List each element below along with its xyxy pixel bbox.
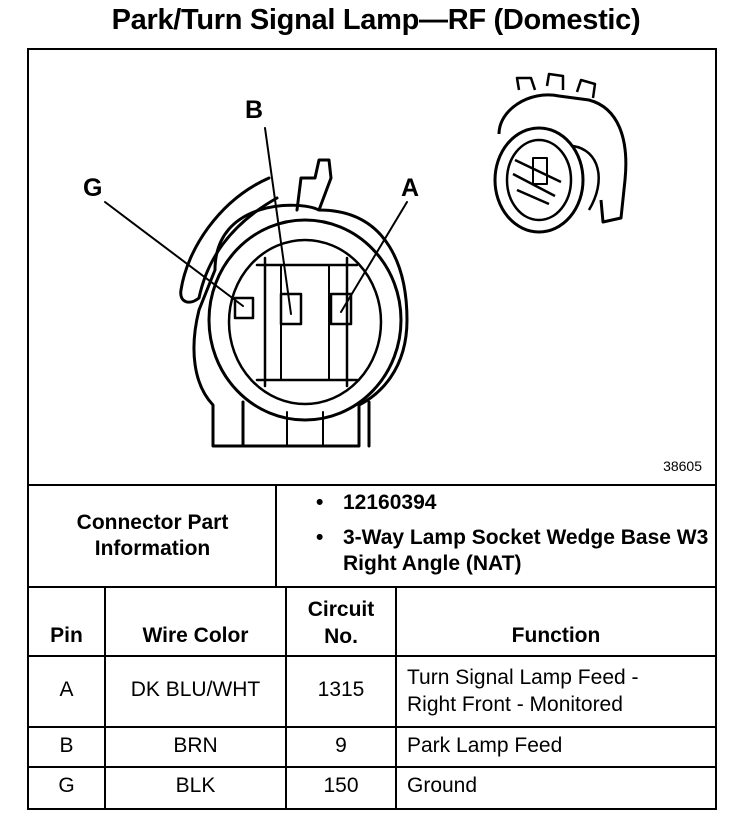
divider-info-header [27,586,717,588]
row-a-wire-color: DK BLU/WHT [130,678,261,701]
row-a-function: Turn Signal Lamp Feed - Right Front - Mo… [407,666,639,716]
socket-outer-body [192,203,409,448]
socket-wedge-rails [255,256,359,388]
divider-header-row-a [27,655,717,657]
connector-description: 3-Way Lamp Socket Wedge Base W3 Right An… [316,525,716,577]
divider-row-b-g [27,766,717,768]
divider-pin-column [104,586,106,810]
row-b-function: Park Lamp Feed [407,734,563,757]
terminal-g [233,296,255,320]
divider-circuit-column [395,586,397,810]
divider-drawing-info [27,484,717,486]
row-a-circuit-no: 1315 [317,678,365,701]
divider-info-column [275,484,277,588]
socket-bore [227,238,383,406]
leader-line-g [104,201,244,307]
connector-frame [27,48,717,810]
page-title: Park/Turn Signal Lamp—RF (Domestic) [111,4,641,36]
connector-part-number: 12160394 [316,490,716,516]
row-b-circuit-no: 9 [335,734,347,757]
connector-info-label: Connector Part Information [76,511,229,560]
socket-center-dividers [280,264,330,381]
terminal-b [279,292,303,326]
divider-row-a-b [27,726,717,728]
row-g-circuit-no: 150 [323,774,359,797]
header-function: Function [511,624,601,647]
pin-label-b: B [245,96,264,124]
header-circuit-no: Circuit No. [307,598,375,648]
socket-perspective-view [493,72,628,234]
figure-number: 38605 [663,458,702,474]
socket-retaining-clip [179,176,279,304]
row-b-pin: B [59,734,74,757]
leader-line-b [264,127,292,315]
connector-info-list: 12160394 3-Way Lamp Socket Wedge Base W3… [316,490,716,586]
row-g-wire-color: BLK [175,774,216,797]
pin-label-g: G [83,174,103,202]
socket-base-center [286,411,324,447]
leader-line-a [340,201,408,313]
pin-label-a: A [401,174,420,202]
socket-top-tab [295,158,333,212]
socket-inner-rim [207,218,403,422]
row-g-pin: G [58,774,75,797]
row-a-pin: A [59,678,74,701]
divider-wire-column [285,586,287,810]
row-b-wire-color: BRN [173,734,218,757]
header-wire-color: Wire Color [142,624,249,647]
terminal-a [329,292,353,326]
header-pin: Pin [50,624,83,647]
row-g-function: Ground [407,774,478,797]
connector-drawing [104,72,628,448]
